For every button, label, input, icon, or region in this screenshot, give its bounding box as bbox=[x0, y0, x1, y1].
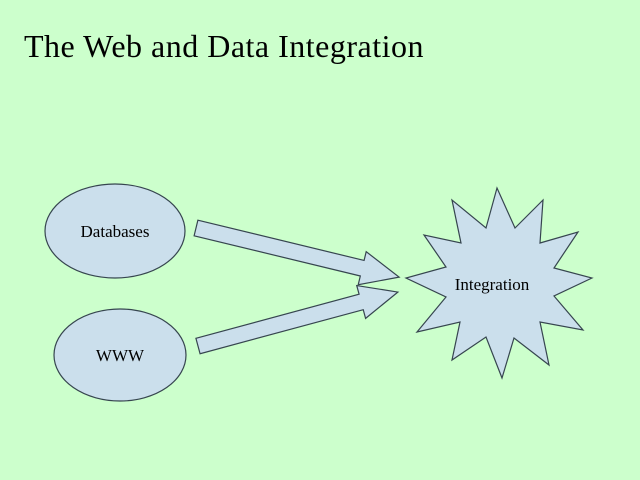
node-integration-label: Integration bbox=[455, 275, 530, 294]
block-arrow-shape bbox=[193, 219, 401, 286]
arrow-www-to-integration bbox=[195, 284, 400, 355]
ellipse-shape bbox=[53, 308, 187, 402]
block-arrow-shape bbox=[195, 284, 400, 355]
node-www-label: WWW bbox=[96, 346, 145, 365]
node-www: WWW bbox=[53, 308, 187, 402]
slide-title: The Web and Data Integration bbox=[24, 28, 425, 64]
arrow-databases-to-integration bbox=[193, 219, 401, 286]
node-databases: Databases bbox=[44, 183, 186, 279]
node-integration: Integration bbox=[404, 186, 594, 380]
node-databases-label: Databases bbox=[81, 222, 150, 241]
starburst-shape bbox=[404, 186, 594, 380]
ellipse-shape bbox=[44, 183, 186, 279]
